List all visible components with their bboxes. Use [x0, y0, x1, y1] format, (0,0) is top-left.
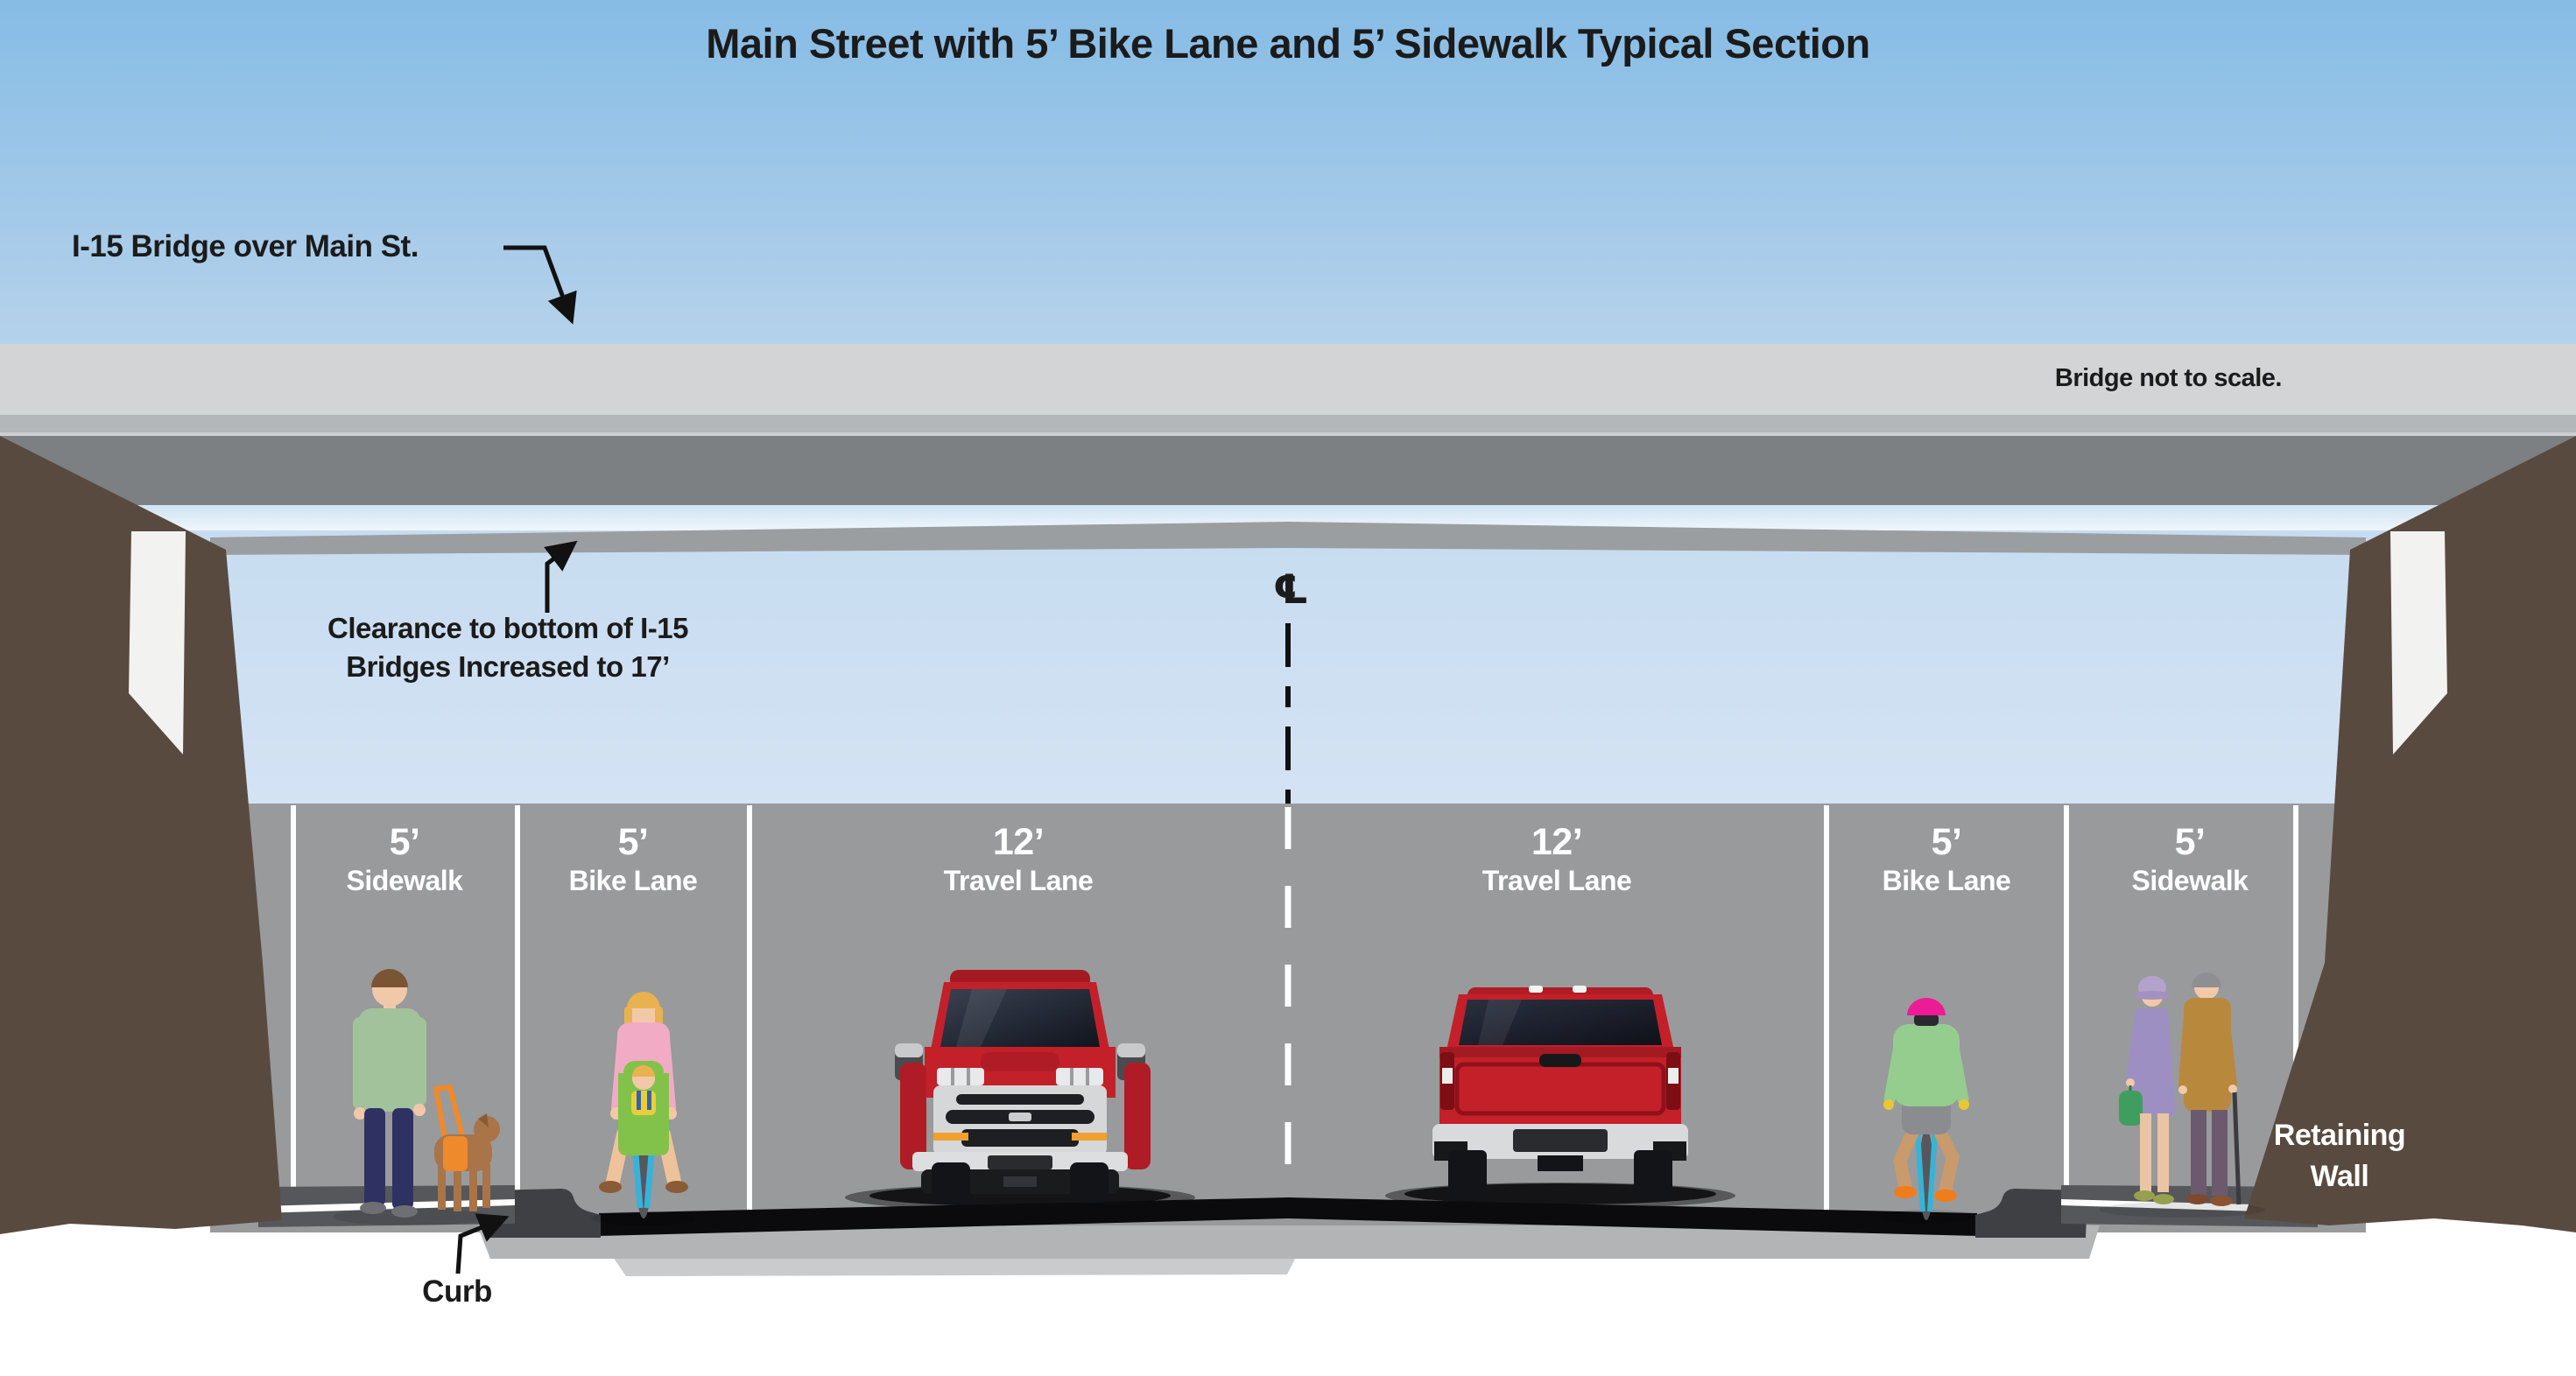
bridge-leader-arrow	[503, 245, 577, 325]
abutment-face-left	[129, 531, 186, 755]
abutment-face-right	[2390, 531, 2447, 755]
lane-width: 5’	[389, 821, 420, 863]
pickup-truck-rear	[1385, 986, 1735, 1209]
clearance-line1: Clearance to bottom of I-15	[327, 612, 688, 644]
retaining-wall-label: Retaining Wall	[2217, 1115, 2462, 1197]
lane-name: Bike Lane	[1882, 865, 2011, 896]
lane-name: Bike Lane	[568, 865, 698, 896]
cyclist-rear-view	[1878, 998, 1974, 1224]
elderly-couple-walking	[2099, 972, 2265, 1218]
bridge-deck-band	[0, 344, 2576, 415]
retaining-wall-line2: Wall	[2310, 1160, 2369, 1193]
lane-name: Travel Lane	[943, 865, 1094, 896]
pedestrian-with-guide-dog	[333, 969, 500, 1225]
lane-width: 12’	[1531, 821, 1583, 863]
retaining-wall-line1: Retaining	[2273, 1119, 2406, 1152]
lane-label-travellane-left: 12’ Travel Lane	[887, 821, 1150, 898]
clearance-label: Clearance to bottom of I-15 Bridges Incr…	[254, 609, 762, 686]
asphalt-band	[599, 1197, 1977, 1236]
bridge-edge-line	[0, 432, 2576, 436]
lane-name: Travel Lane	[1482, 865, 1632, 896]
lane-label-sidewalk-right: 5’ Sidewalk	[2059, 821, 2321, 898]
lane-name: Sidewalk	[346, 865, 463, 896]
lane-lines	[291, 805, 2298, 1217]
centerline-symbol: ℄	[1272, 565, 1309, 613]
clearance-leader-arrow	[544, 540, 578, 613]
lane-width: 5’	[2174, 821, 2206, 863]
curb-leader-arrow	[455, 1213, 510, 1274]
bridge-girder-band	[0, 436, 2576, 505]
lane-width: 5’	[1931, 821, 1962, 863]
curb-left	[489, 1189, 601, 1238]
pickup-truck-front	[845, 970, 1195, 1211]
lane-label-bikelane-left: 5’ Bike Lane	[502, 821, 764, 898]
lane-label-travellane-right: 12’ Travel Lane	[1425, 821, 1688, 898]
lane-label-bikelane-right: 5’ Bike Lane	[1815, 821, 2078, 898]
bridge-scale-note: Bridge not to scale.	[2054, 364, 2283, 392]
retaining-wall-right	[2244, 436, 2576, 1232]
curb-label: Curb	[422, 1274, 492, 1309]
page-title: Main Street with 5’ Bike Lane and 5’ Sid…	[706, 20, 1870, 67]
lane-width: 12’	[992, 821, 1045, 863]
bridge-mid-band	[0, 415, 2576, 432]
cyclist-with-child-seat	[591, 992, 696, 1225]
curb-right	[1975, 1189, 2087, 1238]
bridge-label: I-15 Bridge over Main St.	[72, 229, 419, 263]
retaining-wall-left	[0, 436, 282, 1234]
lane-label-sidewalk-left: 5’ Sidewalk	[273, 821, 536, 898]
lane-name: Sidewalk	[2131, 865, 2249, 896]
far-bridge-soffit	[210, 522, 2366, 555]
sidewalk-slab-left-stripe	[258, 1199, 515, 1213]
pavement-base	[477, 1225, 2100, 1259]
pavement-base-light	[613, 1257, 1296, 1276]
sky	[0, 0, 2576, 347]
lane-width: 5’	[617, 821, 649, 863]
clearance-line2: Bridges Increased to 17’	[346, 650, 670, 683]
